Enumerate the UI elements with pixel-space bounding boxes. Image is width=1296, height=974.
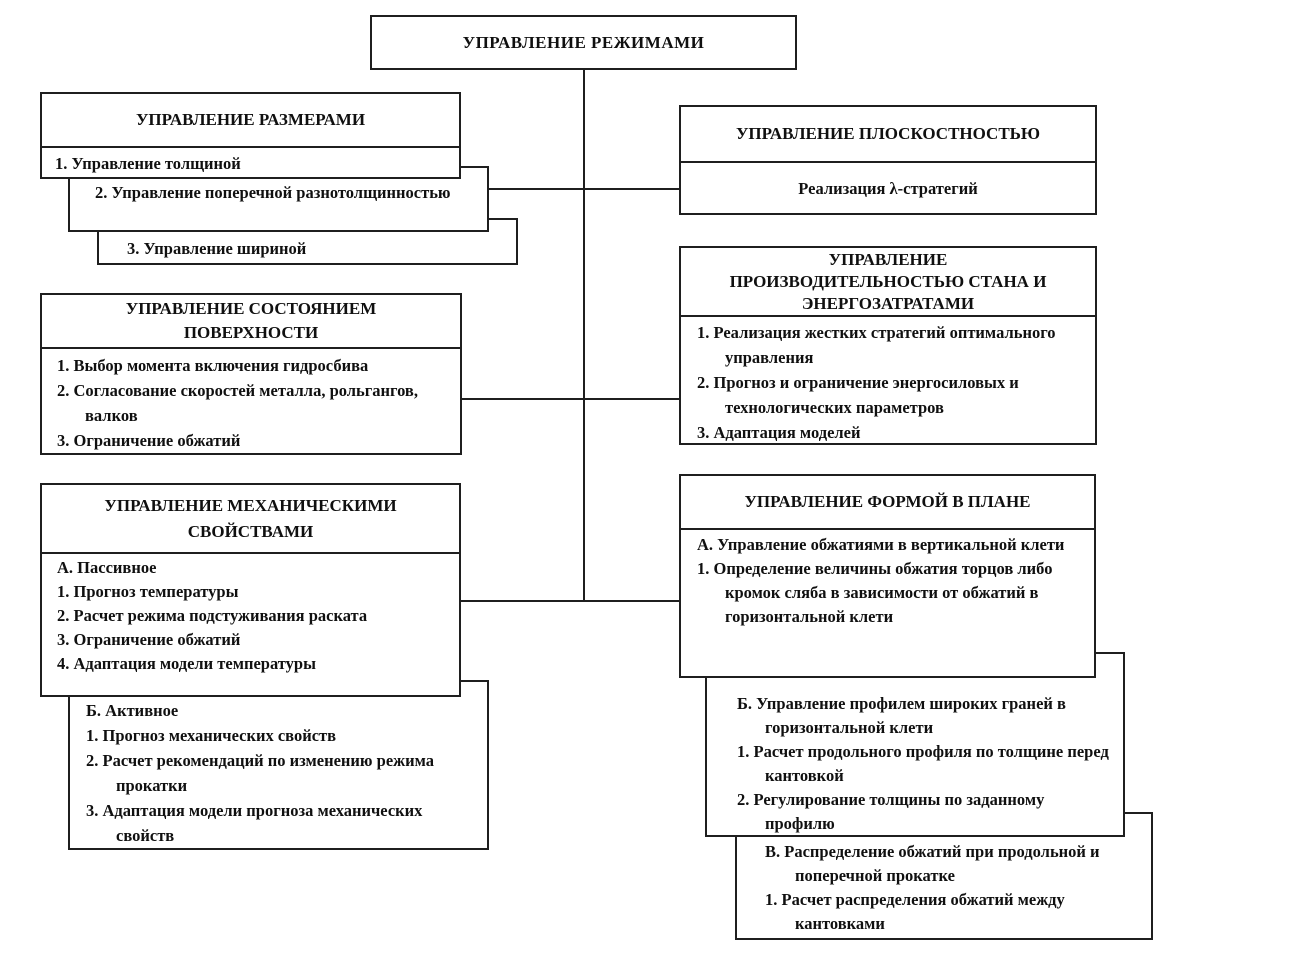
plan-shape-a-items: А. Управление обжатиями в вертикальной к… bbox=[681, 530, 1094, 629]
surface-state-node: УПРАВЛЕНИЕ СОСТОЯНИЕМ ПОВЕРХНОСТИ 1. Выб… bbox=[40, 293, 462, 455]
list-item: Б. Управление профилем широких граней в … bbox=[737, 694, 1066, 737]
list-item: 2. Согласование скоростей металла, рольг… bbox=[57, 381, 418, 425]
list-item: 1. Реализация жестких стратегий оптималь… bbox=[697, 323, 1056, 367]
list-item: 4. Адаптация модели температуры bbox=[57, 654, 316, 673]
list-item: 1. Определение величины обжатия торцов л… bbox=[697, 559, 1053, 626]
list-item: 3. Ограничение обжатий bbox=[57, 630, 241, 649]
connector-dimensions-flatness bbox=[484, 188, 690, 190]
plan-shape-node-a: УПРАВЛЕНИЕ ФОРМОЙ В ПЛАНЕ А. Управление … bbox=[679, 474, 1096, 678]
dimensions-item-thickness: 1. Управление толщиной bbox=[55, 153, 241, 173]
connector-surface-productivity bbox=[455, 398, 690, 400]
surface-state-title: УПРАВЛЕНИЕ СОСТОЯНИЕМ ПОВЕРХНОСТИ bbox=[42, 295, 460, 349]
list-item: 2. Расчет режима подстуживания раската bbox=[57, 606, 368, 625]
plan-shape-title: УПРАВЛЕНИЕ ФОРМОЙ В ПЛАНЕ bbox=[681, 476, 1094, 530]
list-item: 1. Расчет распределения обжатий между ка… bbox=[765, 890, 1065, 933]
dimensions-title: УПРАВЛЕНИЕ РАЗМЕРАМИ bbox=[42, 94, 459, 148]
root-title: УПРАВЛЕНИЕ РЕЖИМАМИ bbox=[462, 32, 705, 52]
dimensions-node: УПРАВЛЕНИЕ РАЗМЕРАМИ 1. Управление толщи… bbox=[40, 92, 461, 179]
mechanical-title: УПРАВЛЕНИЕ МЕХАНИЧЕСКИМИ СВОЙСТВАМИ bbox=[42, 485, 459, 554]
list-item: В. Распределение обжатий при продольной … bbox=[765, 842, 1100, 885]
root-node: УПРАВЛЕНИЕ РЕЖИМАМИ bbox=[370, 15, 797, 70]
list-item: 2. Прогноз и ограничение энергосиловых и… bbox=[697, 373, 1019, 417]
flatness-item: Реализация λ-стратегий bbox=[798, 179, 978, 198]
productivity-node: УПРАВЛЕНИЕ ПРОИЗВОДИТЕЛЬНОСТЬЮ СТАНА И Э… bbox=[679, 246, 1097, 445]
list-item: 1. Прогноз температуры bbox=[57, 582, 239, 601]
connector-trunk-vertical bbox=[583, 70, 585, 602]
mechanical-node-passive: УПРАВЛЕНИЕ МЕХАНИЧЕСКИМИ СВОЙСТВАМИ А. П… bbox=[40, 483, 461, 697]
list-item: А. Пассивное bbox=[57, 558, 157, 577]
list-item: 3. Адаптация модели прогноза механически… bbox=[86, 801, 423, 845]
list-item: А. Управление обжатиями в вертикальной к… bbox=[697, 535, 1065, 554]
flatness-node: УПРАВЛЕНИЕ ПЛОСКОСТНОСТЬЮ Реализация λ-с… bbox=[679, 105, 1097, 215]
list-item: 3. Ограничение обжатий bbox=[57, 431, 241, 450]
list-item: Б. Активное bbox=[86, 701, 179, 720]
mechanical-passive-items: А. Пассивное 1. Прогноз температуры 2. Р… bbox=[42, 554, 459, 676]
list-item: 2. Регулирование толщины по заданному пр… bbox=[737, 790, 1045, 833]
connector-mechanical-planshape bbox=[455, 600, 690, 602]
flatness-title: УПРАВЛЕНИЕ ПЛОСКОСТНОСТЬЮ bbox=[681, 107, 1095, 163]
productivity-title: УПРАВЛЕНИЕ ПРОИЗВОДИТЕЛЬНОСТЬЮ СТАНА И Э… bbox=[681, 248, 1095, 317]
plan-shape-node-b: Б. Управление профилем широких граней в … bbox=[705, 652, 1125, 837]
list-item: 1. Расчет продольного профиля по толщине… bbox=[737, 742, 1109, 785]
list-item: 1. Прогноз механических свойств bbox=[86, 726, 337, 745]
list-item: 1. Выбор момента включения гидросбива bbox=[57, 356, 369, 375]
list-item: 3. Адаптация моделей bbox=[697, 423, 861, 442]
mechanical-node-active: Б. Активное 1. Прогноз механических свой… bbox=[68, 680, 489, 850]
productivity-items: 1. Реализация жестких стратегий оптималь… bbox=[681, 317, 1095, 445]
surface-state-items: 1. Выбор момента включения гидросбива 2.… bbox=[42, 349, 460, 453]
list-item: 2. Расчет рекомендаций по изменению режи… bbox=[86, 751, 434, 795]
